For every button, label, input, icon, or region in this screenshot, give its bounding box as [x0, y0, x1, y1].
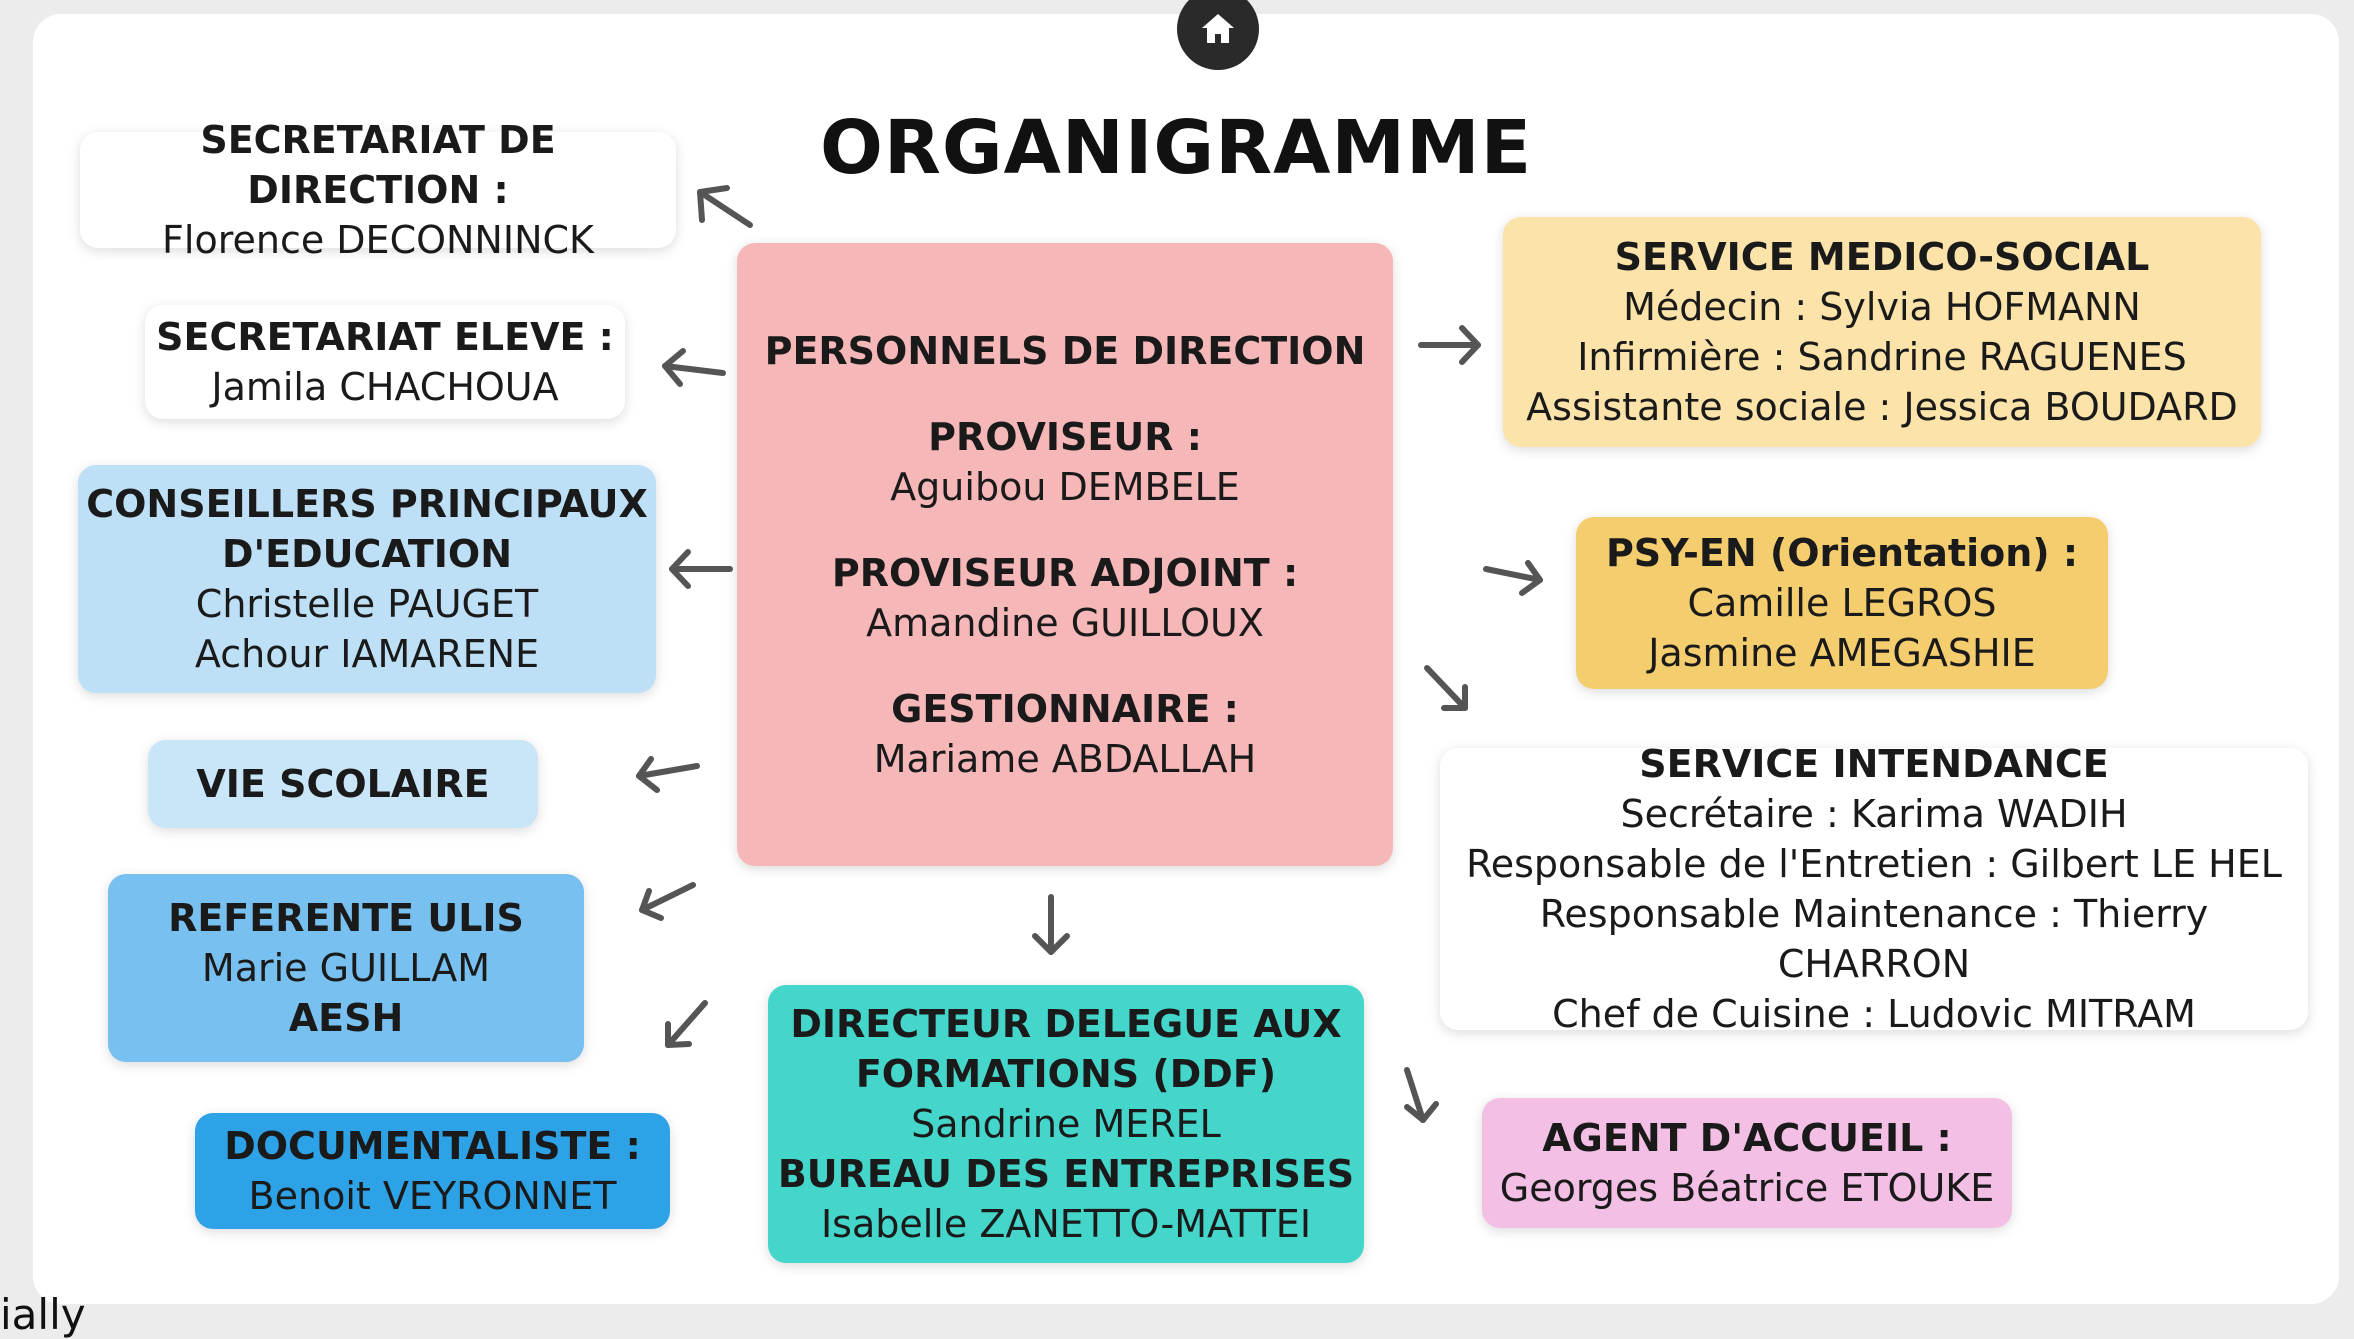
secretariat-eleve-box: SECRETARIAT ELEVE : Jamila CHACHOUA [145, 305, 625, 419]
intendance-line-3: Responsable Maintenance : Thierry CHARRO… [1539, 892, 2209, 986]
adjoint-name: Amandine GUILLOUX [866, 600, 1264, 645]
accueil-label: AGENT D'ACCUEIL : [1542, 1116, 1952, 1160]
arrow-icon-ddf [1032, 894, 1070, 955]
ddf-label-2: FORMATIONS (DDF) [855, 1052, 1277, 1096]
ddf-name-2: Isabelle ZANETTO-MATTEI [820, 1202, 1312, 1246]
ulis-box: REFERENTE ULIS Marie GUILLAM AESH [108, 874, 584, 1062]
arrow-icon-psy-en [1483, 560, 1543, 596]
cpe-name-2: Achour IAMARENE [194, 632, 540, 676]
intendance-line-1: Secrétaire : Karima WADIH [1620, 792, 2128, 836]
gestionnaire-label: GESTIONNAIRE : [891, 686, 1239, 731]
psy-en-name-2: Jasmine AMEGASHIE [1648, 631, 2036, 675]
arrow-icon-medico-social [1418, 325, 1481, 365]
aesh-label: AESH [288, 996, 404, 1040]
psy-en-box: PSY-EN (Orientation) : Camille LEGROS Ja… [1576, 517, 2108, 689]
secretariat-eleve-label: SECRETARIAT ELEVE : [156, 315, 614, 359]
psy-en-label: PSY-EN (Orientation) : [1605, 531, 2079, 575]
ddf-label-1: DIRECTEUR DELEGUE AUX [790, 1002, 1342, 1046]
accueil-box: AGENT D'ACCUEIL : Georges Béatrice ETOUK… [1482, 1098, 2012, 1228]
home-button[interactable] [1177, 0, 1259, 70]
ulis-name: Marie GUILLAM [201, 946, 491, 990]
arrow-icon-accueil [1404, 1067, 1439, 1123]
arrow-icon-intendance [1424, 665, 1468, 711]
intendance-line-2: Responsable de l'Entretien : Gilbert LE … [1466, 842, 2282, 886]
secretariat-direction-box: SECRETARIAT DE DIRECTION : Florence DECO… [80, 118, 676, 262]
arrow-icon-documentaliste [665, 1000, 708, 1048]
direction-box: PERSONNELS DE DIRECTION PROVISEUR : Agui… [737, 243, 1393, 866]
psy-en-name-1: Camille LEGROS [1687, 581, 1997, 625]
accueil-name: Georges Béatrice ETOUKE [1499, 1166, 1995, 1210]
cpe-label-1: CONSEILLERS PRINCIPAUX [86, 482, 648, 526]
arrow-icon-ulis [639, 882, 696, 921]
gestionnaire-name: Mariame ABDALLAH [873, 736, 1257, 781]
secretariat-eleve-name: Jamila CHACHOUA [211, 365, 559, 409]
intendance-line-4: Chef de Cuisine : Ludovic MITRAM [1552, 992, 2196, 1036]
medico-social-line-3: Assistante sociale : Jessica BOUDARD [1526, 385, 2238, 429]
secretariat-direction-label: SECRETARIAT DE DIRECTION : [200, 118, 556, 212]
arrow-icon-secretariat-direction [697, 185, 753, 228]
arrow-icon-cpe [669, 549, 733, 589]
documentaliste-box: DOCUMENTALISTE : Benoit VEYRONNET [195, 1113, 670, 1229]
bureau-entreprises-label: BUREAU DES ENTREPRISES [777, 1152, 1355, 1196]
footer-text-fragment: ially [0, 1290, 86, 1339]
intendance-box: SERVICE INTENDANCE Secrétaire : Karima W… [1440, 742, 2308, 1036]
page-title: ORGANIGRAMME [820, 105, 1533, 191]
secretariat-direction-name: Florence DECONNINCK [162, 218, 594, 262]
ddf-name-1: Sandrine MEREL [911, 1102, 1221, 1146]
proviseur-label: PROVISEUR : [928, 414, 1202, 459]
medico-social-line-2: Infirmière : Sandrine RAGUENES [1577, 335, 2187, 379]
intendance-label: SERVICE INTENDANCE [1639, 742, 2109, 786]
adjoint-label: PROVISEUR ADJOINT : [831, 550, 1299, 595]
cpe-box: CONSEILLERS PRINCIPAUX D'EDUCATION Chris… [78, 465, 656, 693]
documentaliste-name: Benoit VEYRONNET [248, 1174, 617, 1218]
medico-social-line-1: Médecin : Sylvia HOFMANN [1623, 285, 2141, 329]
ddf-box: DIRECTEUR DELEGUE AUX FORMATIONS (DDF) S… [768, 985, 1364, 1263]
cpe-label-2: D'EDUCATION [221, 532, 513, 576]
direction-heading: PERSONNELS DE DIRECTION [764, 328, 1366, 373]
ulis-label: REFERENTE ULIS [168, 896, 524, 940]
proviseur-name: Aguibou DEMBELE [890, 464, 1240, 509]
home-icon [1202, 14, 1234, 43]
arrow-icon-vie-scolaire [636, 756, 700, 793]
medico-social-box: SERVICE MEDICO-SOCIAL Médecin : Sylvia H… [1503, 217, 2261, 447]
cpe-name-1: Christelle PAUGET [195, 582, 539, 626]
vie-scolaire-box: VIE SCOLAIRE [148, 740, 538, 828]
documentaliste-label: DOCUMENTALISTE : [224, 1124, 641, 1168]
arrow-icon-secretariat-eleve [662, 348, 726, 387]
vie-scolaire-label: VIE SCOLAIRE [196, 762, 490, 806]
medico-social-label: SERVICE MEDICO-SOCIAL [1614, 235, 2150, 279]
